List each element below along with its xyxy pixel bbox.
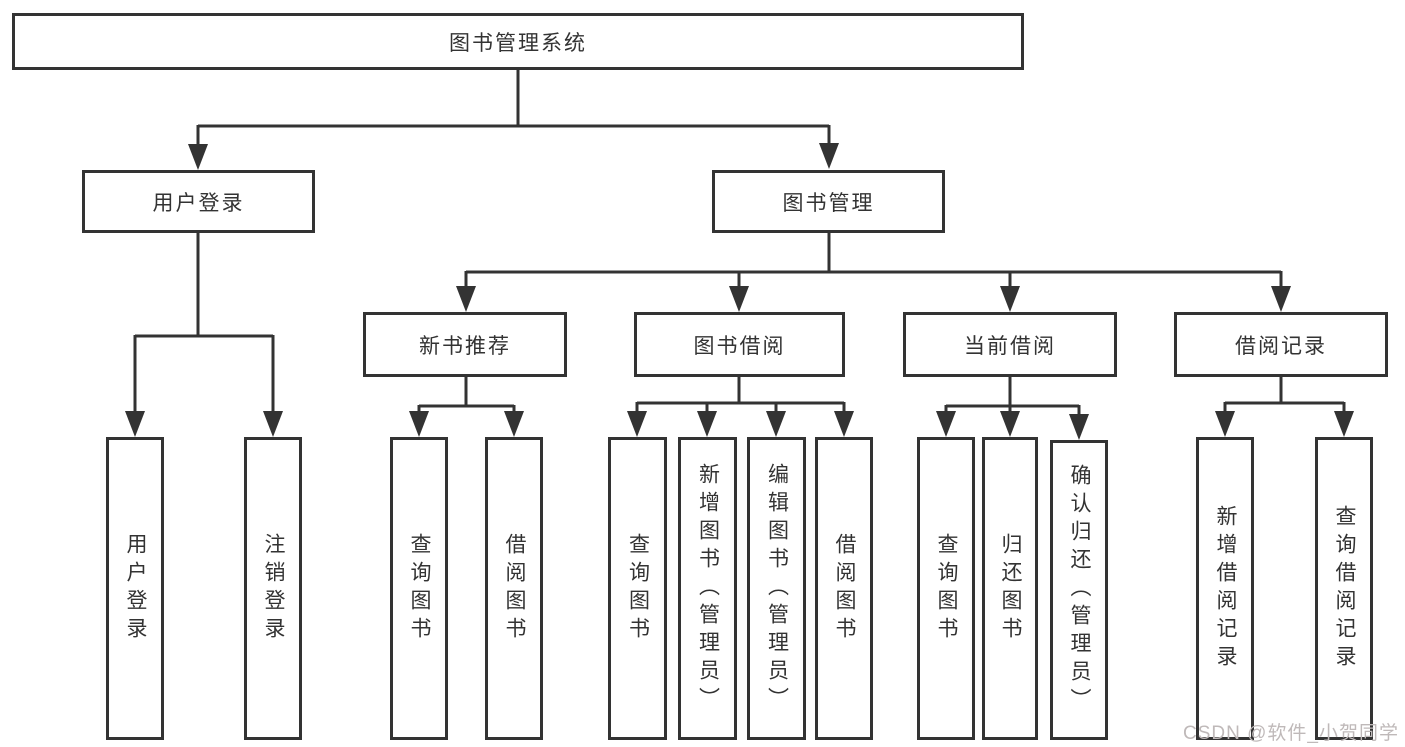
arrow-down-icon [1215,411,1235,437]
leaf-query-books-borrowing-label: 查询图书 [626,532,650,645]
arrow-down-icon [936,411,956,437]
arrow-down-icon [627,411,647,437]
leaf-add-books-admin: 新增图书（管理员） [678,437,737,740]
arrow-down-icon [263,411,283,437]
leaf-add-borrow-record-label: 新增借阅记录 [1214,504,1237,673]
node-current-borrowing-label: 当前借阅 [964,334,1056,358]
node-user-login-branch: 用户登录 [82,170,315,233]
leaf-add-borrow-record: 新增借阅记录 [1196,437,1254,740]
node-book-management-branch: 图书管理 [712,170,945,233]
node-user-login-branch-label: 用户登录 [152,191,245,215]
arrow-down-icon [125,411,145,437]
arrow-down-icon [1069,414,1089,440]
leaf-query-books-current-label: 查询图书 [935,532,958,645]
node-current-borrowing: 当前借阅 [903,312,1117,377]
node-book-borrowing: 图书借阅 [634,312,845,377]
leaf-user-login-label: 用户登录 [124,532,147,645]
node-new-book-recommend: 新书推荐 [363,312,567,377]
node-new-book-recommend-label: 新书推荐 [419,334,511,358]
leaf-confirm-return-admin: 确认归还（管理员） [1050,440,1108,740]
arrow-down-icon [729,286,749,312]
leaf-add-books-admin-label: 新增图书（管理员） [696,462,720,715]
csdn-watermark: CSDN @软件_小贺同学 [1183,723,1399,744]
node-root-system: 图书管理系统 [12,13,1024,70]
arrow-down-icon [834,411,854,437]
leaf-edit-books-admin-label: 编辑图书（管理员） [765,462,789,715]
arrow-down-icon [819,143,839,169]
leaf-query-books-current: 查询图书 [917,437,975,740]
leaf-return-books-label: 归还图书 [999,532,1022,645]
leaf-borrow-books-recommend-label: 借阅图书 [503,532,526,645]
leaf-query-books-recommend-label: 查询图书 [408,532,431,645]
arrow-down-icon [766,411,786,437]
leaf-return-books: 归还图书 [982,437,1038,740]
arrow-down-icon [504,411,524,437]
arrowhead-icons [125,143,1354,440]
leaf-query-borrow-record-label: 查询借阅记录 [1333,504,1356,673]
node-root-system-label: 图书管理系统 [449,31,587,55]
leaf-edit-books-admin: 编辑图书（管理员） [747,437,806,740]
leaf-logout-label: 注销登录 [262,532,285,645]
arrow-down-icon [1334,411,1354,437]
arrow-down-icon [1271,286,1291,312]
leaf-query-books-borrowing: 查询图书 [608,437,667,740]
leaf-user-login: 用户登录 [106,437,164,740]
node-borrowing-records-label: 借阅记录 [1235,334,1327,358]
leaf-logout: 注销登录 [244,437,302,740]
arrow-down-icon [188,144,208,170]
arrow-down-icon [697,411,717,437]
node-book-management-branch-label: 图书管理 [782,191,875,215]
leaf-query-borrow-record: 查询借阅记录 [1315,437,1373,740]
connector-lines [133,70,1346,418]
arrow-down-icon [1000,286,1020,312]
leaf-borrow-books-recommend: 借阅图书 [485,437,543,740]
node-book-borrowing-label: 图书借阅 [693,334,786,358]
arrow-down-icon [1000,411,1020,437]
arrow-down-icon [409,411,429,437]
leaf-borrow-books: 借阅图书 [815,437,873,740]
leaf-confirm-return-admin-label: 确认归还（管理员） [1068,464,1091,716]
leaf-borrow-books-label: 借阅图书 [833,532,856,645]
node-borrowing-records: 借阅记录 [1174,312,1388,377]
leaf-query-books-recommend: 查询图书 [390,437,448,740]
arrow-down-icon [456,286,476,312]
